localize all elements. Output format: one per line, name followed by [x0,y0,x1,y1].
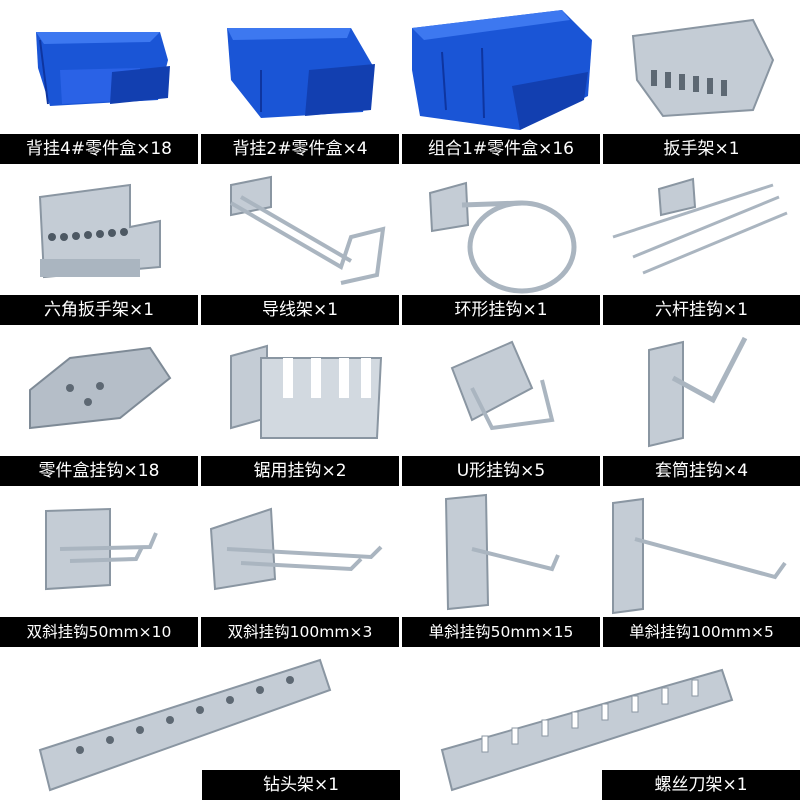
single-hook-100-icon [603,489,800,647]
product-label: 钻头架×1 [202,770,400,800]
product-label: 零件盒挂钩×18 [0,456,198,486]
blue-bin-icon [402,0,600,164]
wrench-rack-icon [603,0,800,164]
product-label: 环形挂钩×1 [402,295,600,325]
blue-bin-icon [0,0,198,164]
product-cell-14[interactable]: 双斜挂钩100mm×3 [201,489,399,647]
saw-hook-icon [201,328,399,486]
product-cell-2[interactable]: 背挂2#零件盒×4 [201,0,399,164]
socket-hook-icon [603,328,800,486]
screwdriver-rack-icon [402,650,800,800]
product-cell-16[interactable]: 单斜挂钩100mm×5 [603,489,800,647]
product-cell-15[interactable]: 单斜挂钩50mm×15 [402,489,600,647]
single-hook-50-icon [402,489,600,647]
product-label: 扳手架×1 [603,134,800,164]
blue-bin-icon [201,0,399,164]
double-hook-100-icon [201,489,399,647]
product-label: 导线架×1 [201,295,399,325]
product-cell-12[interactable]: 套筒挂钩×4 [603,328,800,486]
ring-hook-icon [402,167,600,325]
product-cell-4[interactable]: 扳手架×1 [603,0,800,164]
drill-bit-rack-icon [0,650,400,800]
product-cell-17[interactable]: 钻头架×1 [0,650,400,800]
bin-hook-icon [0,328,198,486]
product-label: 六角扳手架×1 [0,295,198,325]
double-hook-50-icon [0,489,198,647]
product-cell-3[interactable]: 组合1#零件盒×16 [402,0,600,164]
product-label: 锯用挂钩×2 [201,456,399,486]
product-cell-5[interactable]: 六角扳手架×1 [0,167,198,325]
product-cell-6[interactable]: 导线架×1 [201,167,399,325]
product-cell-7[interactable]: 环形挂钩×1 [402,167,600,325]
product-label: 背挂2#零件盒×4 [201,134,399,164]
product-cell-8[interactable]: 六杆挂钩×1 [603,167,800,325]
product-label: 螺丝刀架×1 [602,770,800,800]
product-cell-13[interactable]: 双斜挂钩50mm×10 [0,489,198,647]
u-hook-icon [402,328,600,486]
product-label: 背挂4#零件盒×18 [0,134,198,164]
product-cell-11[interactable]: U形挂钩×5 [402,328,600,486]
hex-key-rack-icon [0,167,198,325]
six-rod-hook-icon [603,167,800,325]
product-cell-9[interactable]: 零件盒挂钩×18 [0,328,198,486]
product-label: 双斜挂钩50mm×10 [0,617,198,647]
wire-rack-icon [201,167,399,325]
product-label: 组合1#零件盒×16 [402,134,600,164]
product-cell-10[interactable]: 锯用挂钩×2 [201,328,399,486]
product-label: 双斜挂钩100mm×3 [201,617,399,647]
product-cell-18[interactable]: 螺丝刀架×1 [402,650,800,800]
product-label: 单斜挂钩50mm×15 [402,617,600,647]
product-label: 六杆挂钩×1 [603,295,800,325]
product-cell-1[interactable]: 背挂4#零件盒×18 [0,0,198,164]
product-label: U形挂钩×5 [402,456,600,486]
product-label: 单斜挂钩100mm×5 [603,617,800,647]
product-label: 套筒挂钩×4 [603,456,800,486]
